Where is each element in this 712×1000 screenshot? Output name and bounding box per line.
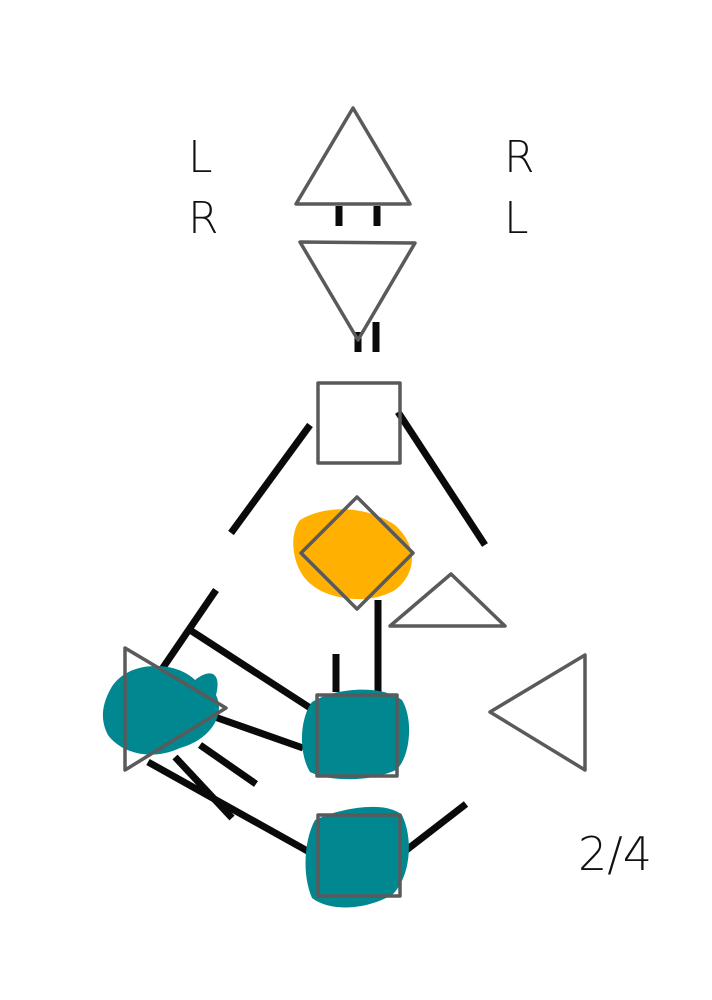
spleen-center [102, 646, 228, 772]
root-center-fill [305, 806, 409, 908]
heart-center [388, 572, 507, 628]
g-center-fill [293, 509, 412, 600]
label-right-top: R [504, 132, 535, 183]
label-left-bottom: R [188, 193, 219, 244]
throat-center [316, 381, 402, 465]
channel-spleen-root-1 [197, 742, 259, 787]
channel-root-solar-plexus [397, 801, 469, 858]
channel-spleen-root-3 [146, 758, 322, 862]
sacral-center [301, 689, 410, 780]
channel-throat-solar-plexus [395, 410, 488, 547]
ajna-center [298, 240, 417, 342]
solar-plexus-center [488, 653, 587, 772]
label-left-top: L [188, 132, 213, 183]
g-center [293, 495, 415, 611]
label-right-bottom: L [504, 193, 529, 244]
sacral-center-fill [301, 689, 410, 780]
channel-spleen-root-2 [172, 754, 235, 821]
channel-spleen-sacral-upper [188, 627, 320, 716]
root-center [305, 806, 409, 908]
channel-throat-spleen [228, 422, 313, 536]
head-center [294, 106, 412, 206]
channels [146, 206, 488, 862]
page-indicator: 2/4 [578, 827, 652, 881]
spleen-center-fill [102, 666, 219, 755]
channel-spleen-top [157, 588, 219, 674]
